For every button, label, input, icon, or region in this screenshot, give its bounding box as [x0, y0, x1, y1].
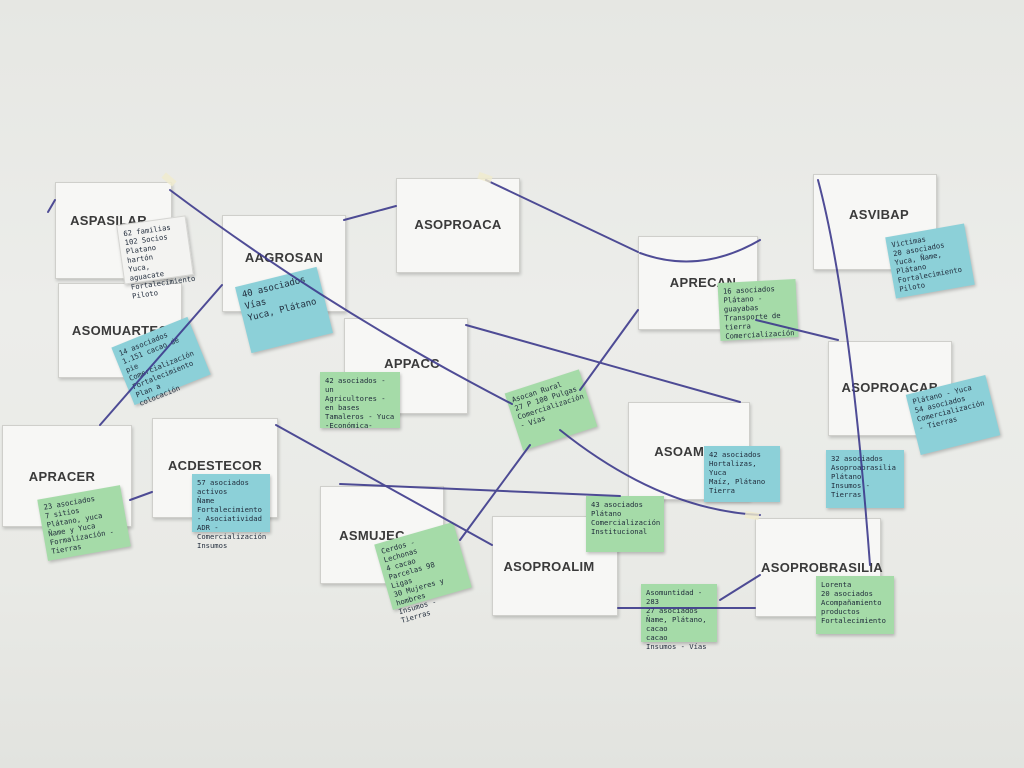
- card-label: ASVIBAP: [849, 206, 909, 222]
- yarn-line: [465, 324, 741, 403]
- sticky-note-apracer: 23 asociados 7 sitios Plátano, yuca Ñame…: [37, 485, 131, 561]
- card-label: APRACER: [28, 468, 96, 484]
- card-label: ASOPROALIM: [503, 558, 595, 574]
- sticky-note-asvibap: Victimas 20 asociados Yuca, Ñame, Plátan…: [885, 223, 975, 299]
- yarn-line: [579, 309, 639, 391]
- sticky-note-center: Asocan Rural 27 P 100 Pulgas Comercializ…: [504, 369, 598, 451]
- sticky-note-acdestecor: 57 asociados activos Ñame Fortalecimient…: [192, 474, 270, 550]
- sticky-note-asoprobrasilia-b: Asomuntidad - 283 27 asociados Ñame, Plá…: [641, 584, 717, 651]
- card-label: AAGROSAN: [244, 250, 324, 265]
- card-label: ACDESTECOR: [167, 457, 262, 473]
- card-asoproaca: ASOPROACA: [396, 178, 520, 273]
- sticky-note-asoproalim: 43 asociados Plátano Comercialización In…: [586, 496, 664, 552]
- sticky-note-aprecan: 16 asociados Plátano - guayabas Transpor…: [717, 278, 799, 342]
- sticky-note-lorenta: Lorenta 20 asociados Acompañamiento prod…: [816, 576, 894, 634]
- sticky-note-appacc: 42 asociados - un Agricultores - en base…: [320, 372, 400, 430]
- yarn-line: [47, 199, 56, 213]
- sticky-note-aspasilar: 62 familias 102 Socios Platano hartón Yu…: [116, 215, 196, 301]
- tape: [744, 510, 760, 521]
- card-label: APPACC: [384, 355, 440, 371]
- yarn-line: [343, 205, 397, 221]
- sticky-note-asoamu: 42 asociados Hortalizas, Yuca Maíz, Plát…: [704, 446, 780, 502]
- yarn-line: [719, 574, 761, 601]
- sticky-note-asoprobrasilia-a: 32 asociados Asoproabrasilia Plátano Ins…: [826, 450, 904, 508]
- card-label: ASOPROBRASILIA: [761, 560, 883, 575]
- card-label: ASOPROACA: [414, 217, 502, 232]
- yarn-line: [129, 491, 153, 501]
